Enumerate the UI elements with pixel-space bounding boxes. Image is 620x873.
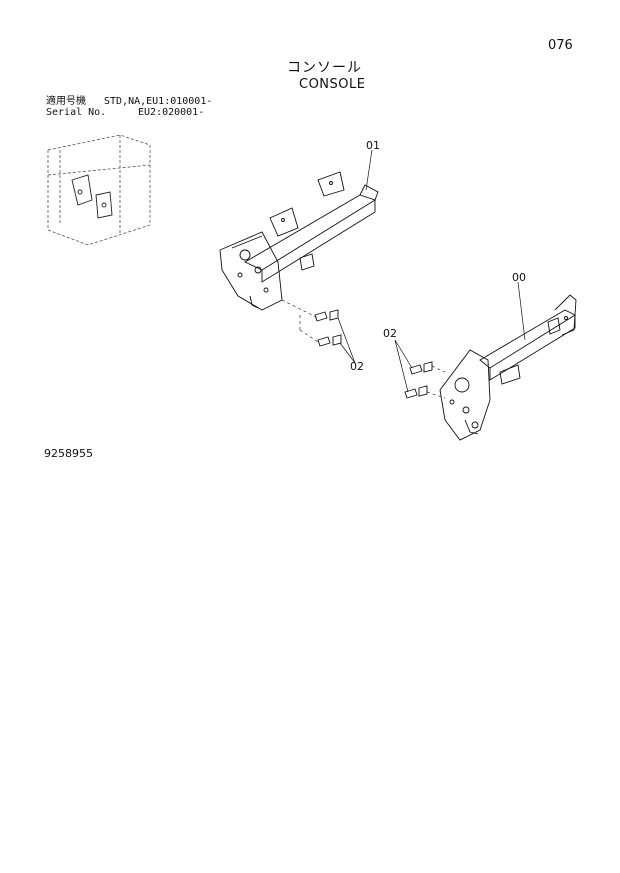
applicability-block: 適用号機 STD,NA,EU1:010001- Serial No. EU2:020… <box>46 96 234 118</box>
applicability-row-1: 適用号機 STD,NA,EU1:010001- <box>46 96 234 107</box>
callout-part-00: 00 <box>512 271 526 284</box>
applicability-value: STD,NA,EU1:010001- <box>104 96 213 107</box>
callout-part-01: 01 <box>366 139 380 152</box>
page-title-english: CONSOLE <box>299 77 366 92</box>
callout-part-02-left: 02 <box>350 360 364 373</box>
document-number: 9258955 <box>44 447 93 460</box>
serial-label: Serial No. <box>46 107 107 118</box>
callout-part-02-right: 02 <box>383 327 397 340</box>
applicability-label: 適用号機 <box>46 96 86 107</box>
page-title-japanese: コンソール <box>287 60 362 76</box>
applicability-row-2: Serial No. EU2:020001- <box>46 107 234 118</box>
serial-value: EU2:020001- <box>138 107 205 118</box>
page-number: 076 <box>548 38 573 53</box>
